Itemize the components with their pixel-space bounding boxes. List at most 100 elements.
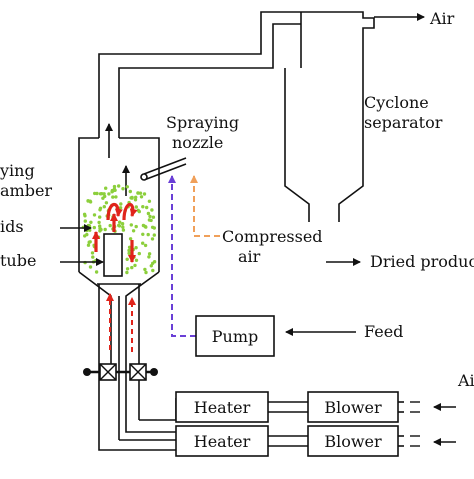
particle-dot: [87, 224, 91, 228]
particle-dot: [103, 227, 107, 232]
particle-dot: [85, 228, 89, 233]
particle-dot: [111, 195, 115, 199]
label-compressed: Compressed: [222, 227, 323, 246]
label-blower-2: Blower: [324, 432, 382, 451]
particle-dot: [86, 243, 91, 247]
particle-dot: [127, 251, 131, 255]
particle-dot: [94, 270, 99, 274]
particle-dot: [134, 258, 139, 262]
particle-dot: [125, 270, 129, 275]
particle-dot: [151, 268, 155, 273]
particle-dot: [88, 240, 92, 244]
particle-dot: [131, 229, 136, 233]
feed-line: [168, 175, 196, 337]
label-spraying: Spraying: [166, 113, 239, 132]
blower-1-box: [307, 391, 399, 423]
label-heater-1: Heater: [194, 398, 251, 417]
particle-dot: [89, 220, 93, 224]
particle-dot: [95, 191, 99, 196]
particle-dot: [98, 192, 103, 196]
particle-dot: [90, 251, 95, 255]
riser-pipes: [98, 284, 140, 440]
particle-dot: [125, 257, 129, 261]
particle-dot: [143, 243, 148, 248]
particle-dot: [139, 195, 144, 199]
particle-dot: [134, 195, 138, 199]
label-heater-2: Heater: [194, 432, 251, 451]
particle-dot: [151, 215, 156, 219]
heater-1-box: [175, 391, 269, 423]
particle-dot: [110, 188, 115, 193]
label-tube: tube: [0, 251, 36, 270]
particle-dot: [91, 255, 95, 259]
label-chamber-1: ying: [0, 161, 35, 180]
hot-air-flow: [92, 202, 138, 263]
central-tube: [103, 233, 123, 277]
particle-dot: [130, 265, 134, 270]
particle-dot: [128, 237, 133, 241]
particle-dot: [88, 228, 92, 232]
particle-dot: [134, 246, 138, 250]
particle-dot: [147, 255, 151, 259]
particle-dot: [83, 219, 88, 223]
particle-dot: [121, 225, 125, 229]
label-pump: Pump: [212, 327, 258, 346]
cyclone-separator: [284, 11, 375, 222]
particle-dot: [117, 184, 121, 188]
particle-dot: [102, 205, 107, 209]
exhaust-duct: [98, 11, 302, 138]
particle-dot: [117, 223, 121, 228]
particle-dot: [146, 232, 150, 237]
particle-dot: [147, 199, 152, 203]
particle-dot: [150, 237, 155, 241]
particle-dot: [102, 192, 106, 196]
particle-dot: [146, 211, 151, 216]
label-dried-product: Dried product: [370, 252, 474, 271]
particle-dot: [92, 213, 97, 217]
label-air: air: [238, 247, 261, 266]
label-feed: Feed: [364, 322, 403, 341]
label-separator: separator: [364, 113, 443, 132]
label-chamber-2: amber: [0, 181, 52, 200]
particle-dot: [141, 232, 145, 236]
particle-dot: [86, 199, 90, 203]
label-nozzle: nozzle: [172, 133, 223, 152]
particle-dot: [104, 186, 108, 190]
particle-dot: [112, 184, 117, 189]
particle-dot: [125, 185, 129, 189]
particle-dot: [121, 228, 126, 232]
particle-dot: [133, 263, 137, 268]
particle-dot: [144, 270, 148, 275]
particle-cloud: [81, 184, 157, 275]
particle-dot: [125, 267, 130, 271]
particle-dot: [97, 220, 101, 225]
particle-dot: [145, 205, 149, 210]
particle-dot: [149, 264, 153, 268]
particle-dot: [88, 265, 93, 269]
particle-dot: [118, 220, 122, 224]
particle-dot: [150, 208, 154, 212]
particle-dot: [143, 224, 147, 229]
particle-dot: [137, 251, 141, 256]
valve-assembly: [83, 363, 158, 381]
particle-dot: [134, 224, 138, 229]
particle-dot: [147, 218, 152, 222]
particle-dot: [92, 225, 97, 230]
particle-dot: [121, 187, 125, 191]
particle-dot: [138, 191, 143, 195]
label-cyclone: Cyclone: [364, 93, 429, 112]
particle-dot: [142, 192, 147, 196]
particle-dot: [98, 215, 102, 219]
particle-dot: [99, 227, 103, 232]
particle-dot: [83, 214, 87, 218]
particle-dot: [152, 233, 156, 237]
heater-2-box: [175, 425, 269, 457]
particle-dot: [98, 206, 103, 210]
particle-dot: [143, 267, 147, 272]
label-air-right: Ai: [457, 371, 474, 390]
particle-dot: [119, 202, 123, 206]
spraying-nozzle: [140, 157, 187, 181]
label-blower-1: Blower: [324, 398, 382, 417]
label-air-top: Air: [429, 9, 455, 28]
particle-dot: [141, 241, 145, 245]
